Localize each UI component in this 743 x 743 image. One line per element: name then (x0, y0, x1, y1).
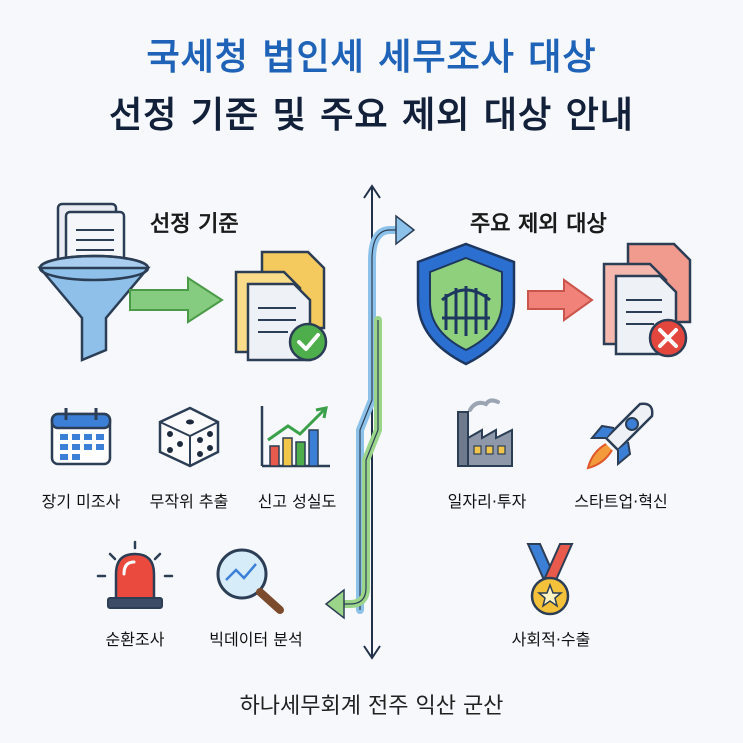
left-section-title: 선정 기준 (150, 212, 239, 237)
rocket-icon (586, 402, 654, 470)
red-arrow-icon (527, 278, 594, 322)
calendar-icon (50, 408, 112, 466)
medal-icon (526, 543, 574, 616)
center-divider-arrows (324, 184, 416, 660)
factory-icon (457, 398, 513, 467)
page-title-line2: 선정 기준 및 주요 제외 대상 안내 (109, 95, 634, 136)
footer-text: 하나세무회계 전주 익산 군산 (239, 694, 504, 719)
siren-icon (96, 540, 174, 609)
documents-check-icon (234, 250, 328, 362)
left-item-label: 무작위 추출 (149, 492, 229, 511)
funnel-icon (37, 202, 151, 362)
right-section-title: 주요 제외 대상 (470, 212, 607, 237)
left-item-label: 장기 미조사 (41, 492, 121, 511)
left-item-label: 빅데이터 분석 (209, 630, 303, 649)
dice-icon (158, 406, 220, 468)
right-item-label: 스타트업·혁신 (574, 492, 668, 511)
left-item-label: 신고 성실도 (257, 492, 337, 511)
shield-icon (416, 242, 516, 366)
magnifier-icon (216, 548, 284, 614)
page-title-line1: 국세청 법인세 세무조사 대상 (146, 37, 597, 78)
right-item-label: 사회적·수출 (511, 630, 591, 649)
green-arrow-icon (129, 276, 224, 324)
right-item-label: 일자리·투자 (447, 492, 527, 511)
documents-cross-icon (602, 242, 692, 358)
bar-chart-icon (260, 406, 330, 468)
left-item-label: 순환조사 (105, 630, 165, 649)
